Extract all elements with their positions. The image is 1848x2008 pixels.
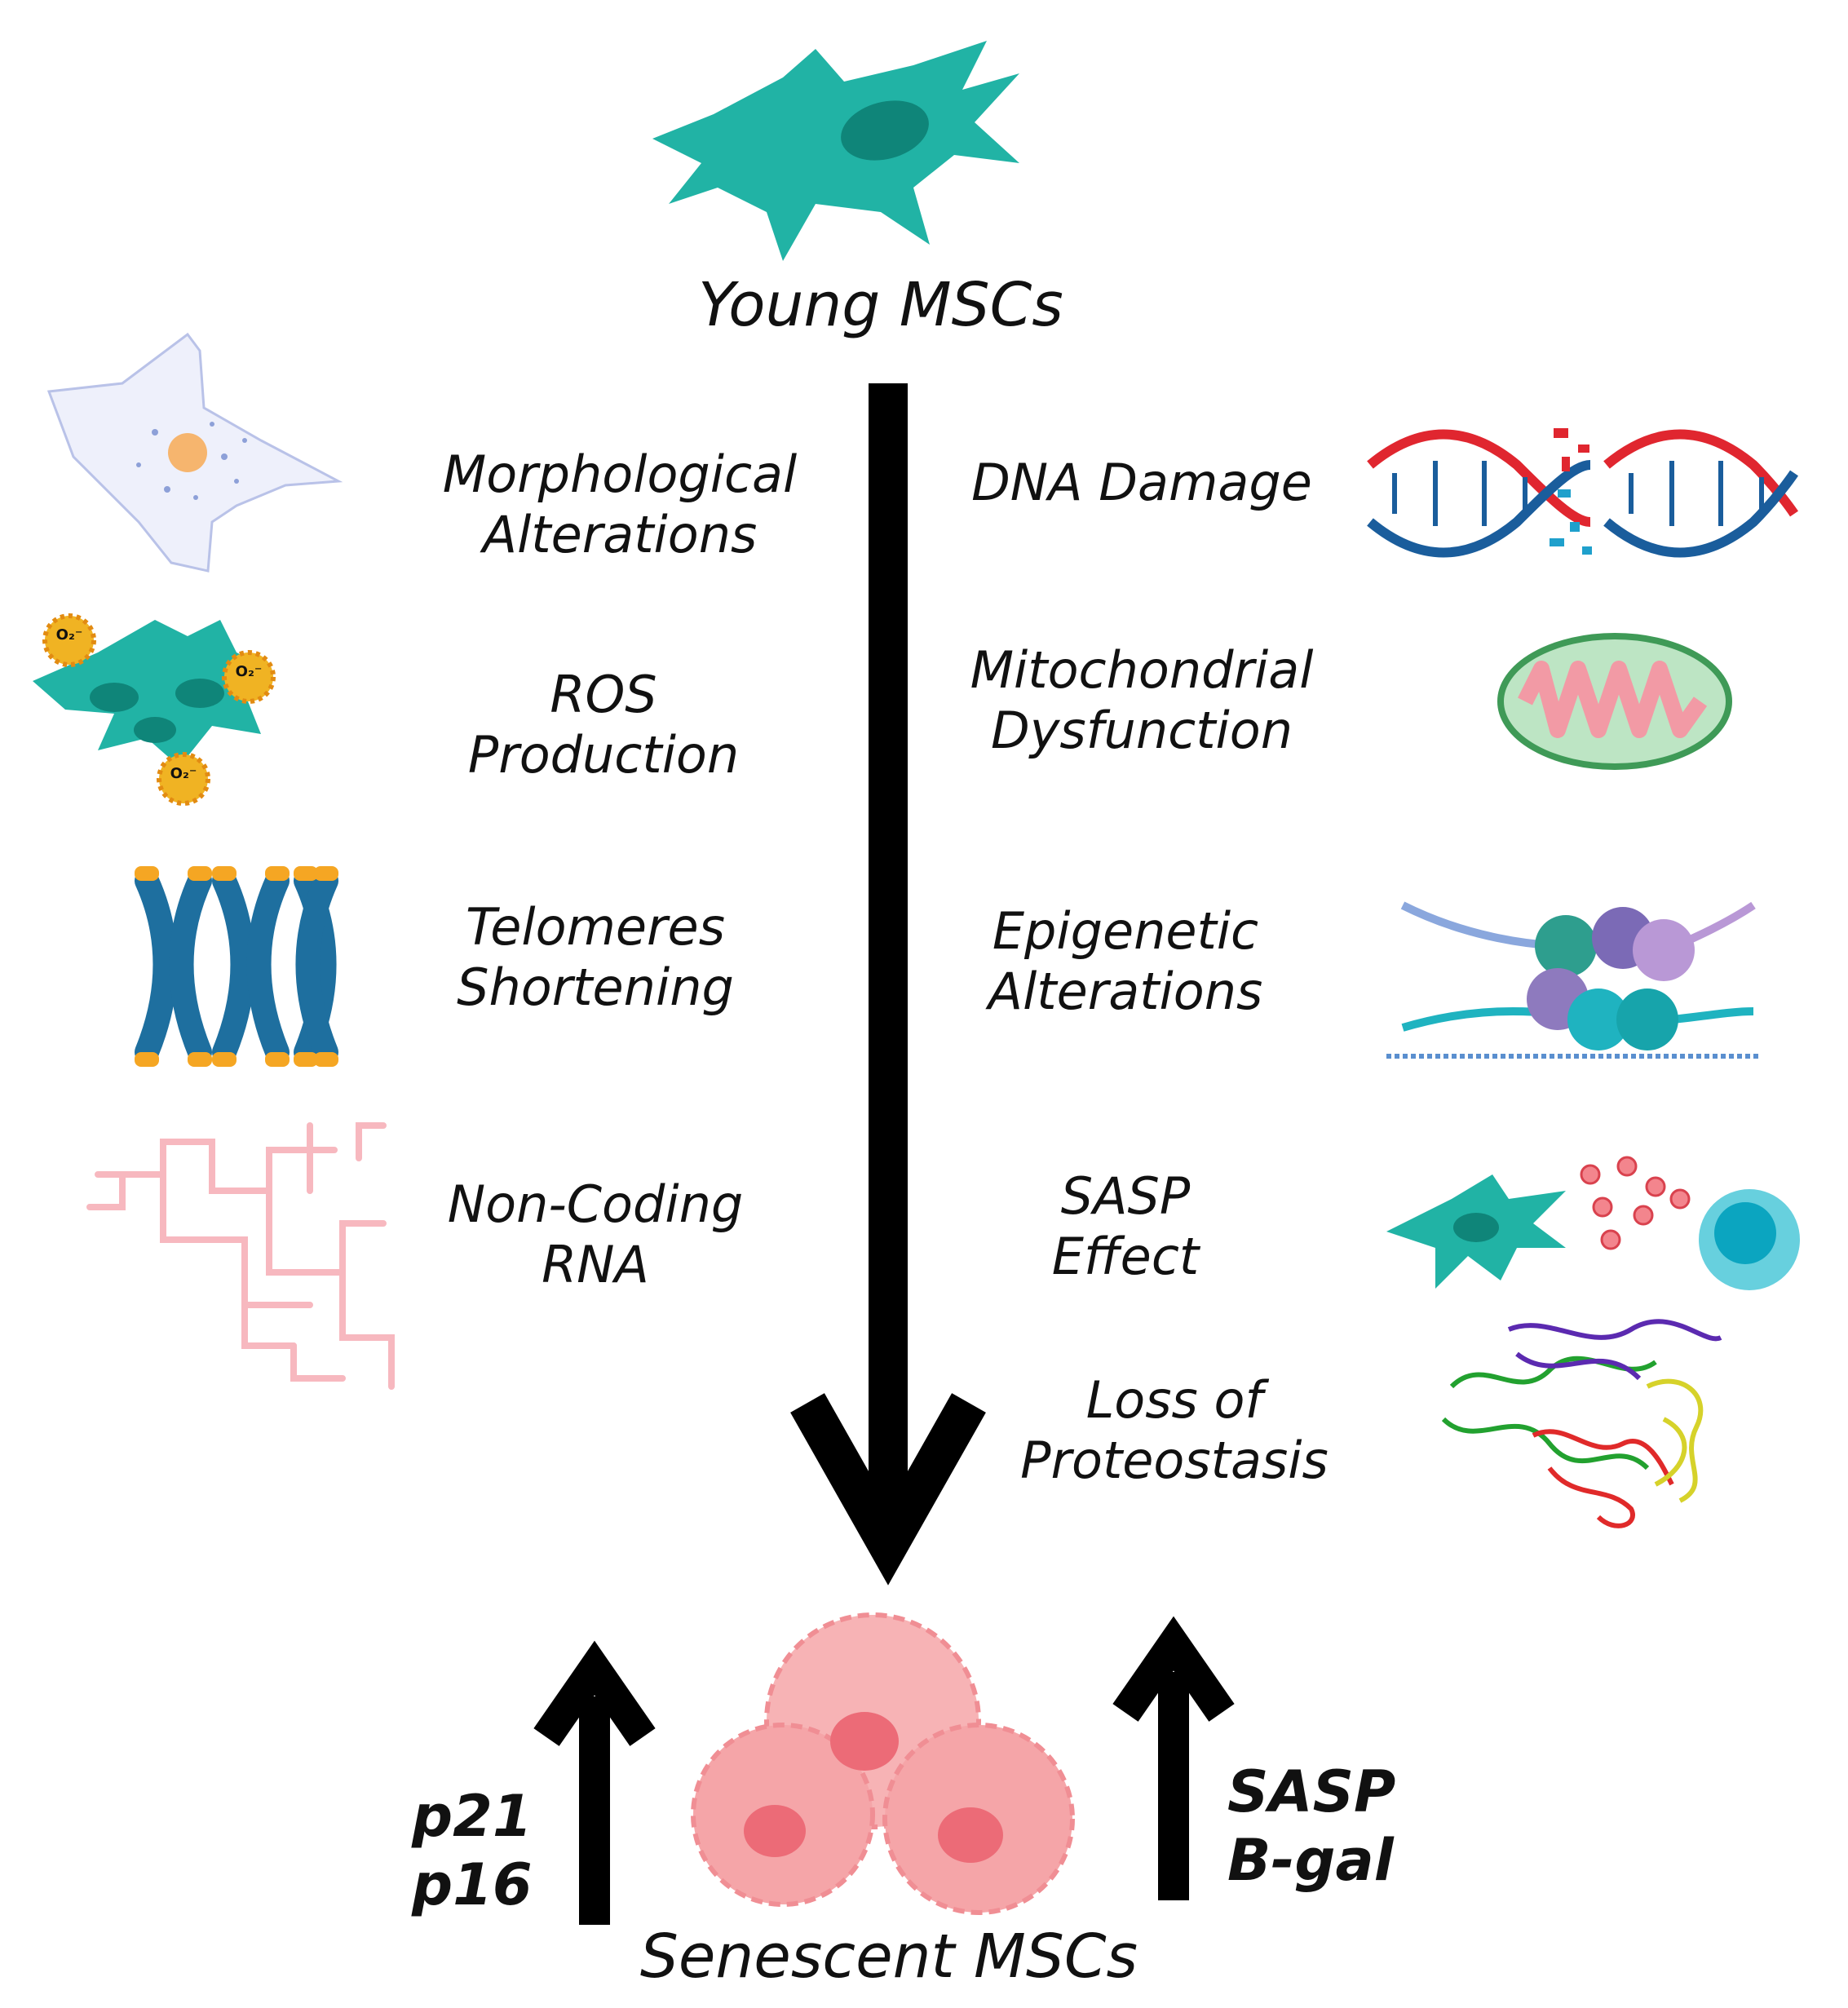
- left-factor-morphological: Morphological Alterations: [408, 445, 832, 566]
- right-factor-line: Loss of: [1085, 1370, 1263, 1430]
- left-factor-ros: ROS Production: [408, 665, 799, 786]
- marker-p16: p16: [412, 1851, 533, 1918]
- left-factor-line: Shortening: [457, 958, 734, 1018]
- right-factor-epigenetic: Epigenetic Alterations: [946, 901, 1305, 1023]
- right-factor-dna-damage: DNA Damage: [946, 453, 1337, 513]
- right-factor-line: Proteostasis: [1020, 1431, 1329, 1491]
- protein-structure-icon: [1441, 1319, 1722, 1528]
- left-factor-line: Alterations: [482, 505, 758, 565]
- right-factor-line: Effect: [1051, 1227, 1200, 1287]
- morphological-cell-icon: [46, 332, 343, 573]
- right-factor-line: Mitochondrial: [970, 640, 1314, 700]
- up-arrow-left: [533, 1640, 656, 1925]
- right-factor-line: Alterations: [988, 962, 1263, 1022]
- left-factor-line: Production: [467, 725, 740, 785]
- nucleosome-icon: [1386, 901, 1762, 1059]
- senescent-msc-cells-icon: [691, 1612, 1075, 1915]
- left-factor-non-coding-rna: Non-Coding RNA: [408, 1174, 783, 1296]
- sasp-effect-icon: [1386, 1156, 1800, 1290]
- ros-symbol: O₂⁻: [55, 626, 83, 644]
- left-factor-line: ROS: [550, 665, 657, 724]
- right-factor-sasp: SASP Effect: [946, 1166, 1305, 1288]
- ros-cells-icon: [33, 613, 276, 806]
- markers-right: SASP B-gal: [1227, 1758, 1407, 1895]
- mitochondria-icon: [1497, 633, 1732, 770]
- right-factor-proteostasis: Loss of Proteostasis: [979, 1370, 1370, 1492]
- senescent-msc-label: Senescent MSCs: [639, 1922, 1138, 1992]
- right-factor-mitochondrial: Mitochondrial Dysfunction: [946, 640, 1337, 762]
- main-down-arrow: [790, 383, 986, 1586]
- left-factor-line: RNA: [542, 1235, 649, 1295]
- left-factor-line: Non-Coding: [447, 1174, 744, 1234]
- right-factor-line: Epigenetic: [992, 901, 1259, 961]
- right-factor-line: SASP: [1060, 1166, 1191, 1226]
- markers-left: p21 p16: [412, 1782, 542, 1919]
- left-factor-line: Telomeres: [466, 897, 725, 957]
- ros-symbol: O₂⁻: [170, 765, 197, 782]
- right-factor-line: DNA Damage: [971, 453, 1312, 512]
- marker-sasp: SASP: [1227, 1758, 1396, 1825]
- dna-damage-icon: [1367, 428, 1798, 558]
- up-arrow-right: [1112, 1616, 1235, 1900]
- non-coding-rna-icon: [86, 1122, 395, 1390]
- ros-symbol: O₂⁻: [235, 663, 263, 680]
- marker-bgal: B-gal: [1227, 1827, 1394, 1894]
- right-factor-line: Dysfunction: [990, 701, 1293, 761]
- left-factor-line: Morphological: [442, 445, 798, 504]
- young-msc-label: Young MSCs: [698, 270, 1063, 340]
- left-factor-telomeres: Telomeres Shortening: [408, 897, 783, 1019]
- marker-p21: p21: [412, 1783, 533, 1850]
- young-msc-cell-icon: [652, 41, 1019, 261]
- telomeres-chromosomes-icon: [135, 866, 338, 1067]
